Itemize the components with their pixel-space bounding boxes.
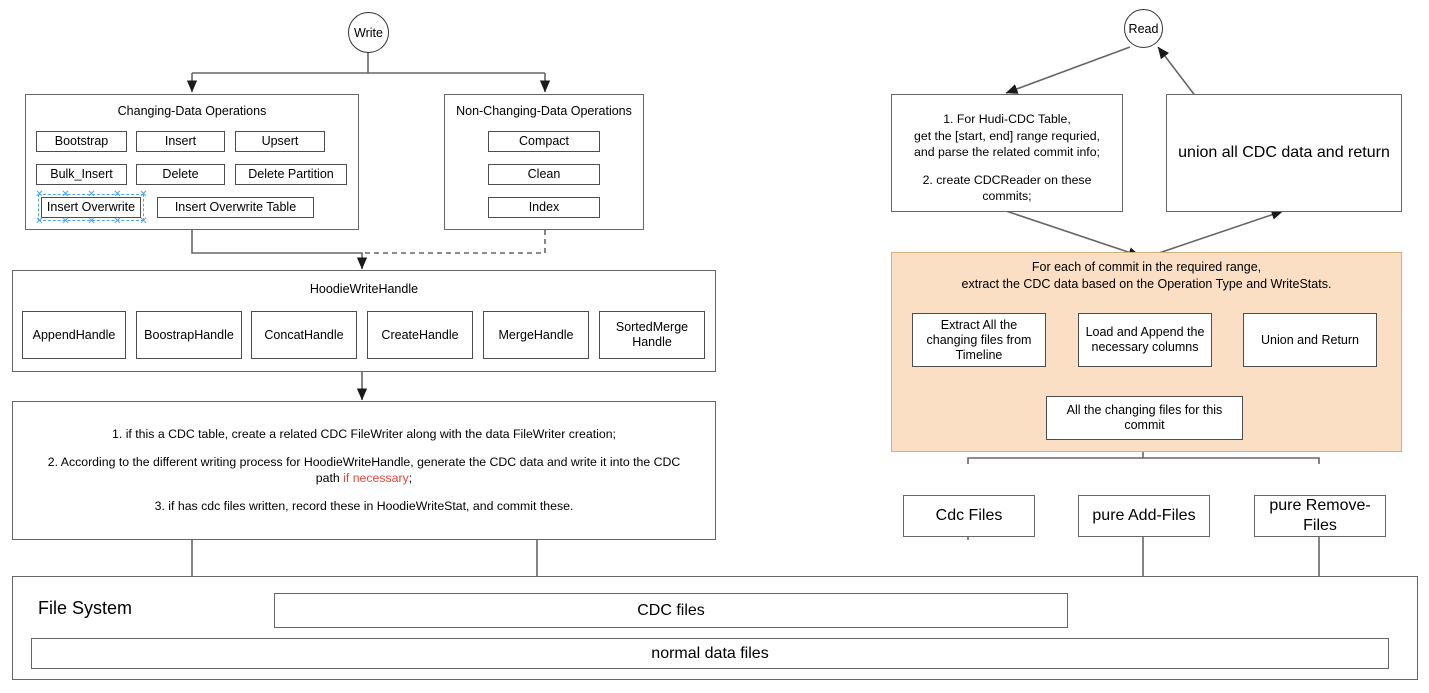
pure-add-files-box[interactable]: pure Add-Files — [1078, 495, 1210, 537]
op-insert-overwrite-table[interactable]: Insert Overwrite Table — [157, 197, 314, 218]
handle-sorted-merge-label-line2: Handle — [632, 335, 672, 349]
op-upsert-label: Upsert — [261, 134, 299, 148]
extract-changing-files-line-3: Timeline — [955, 347, 1003, 362]
handle-bootstrap-label: BoostrapHandle — [144, 327, 234, 342]
op-insert-overwrite-label: Insert Overwrite — [46, 200, 136, 214]
all-changing-files-commit-box[interactable]: All the changing files for this commit — [1046, 396, 1243, 440]
write-step-2-emphasis: if necessary — [343, 471, 409, 486]
write-step-2-prefix: path — [315, 471, 344, 486]
handle-concat-label: ConcatHandle — [264, 327, 344, 342]
handle-append-label: AppendHandle — [32, 327, 116, 342]
extract-changing-files-line-1: Extract All the — [940, 317, 1018, 332]
normal-data-files-band-label: normal data files — [651, 644, 769, 662]
op-upsert[interactable]: Upsert — [235, 131, 325, 152]
commit-extract-panel-title: For each of commit in the required range… — [895, 259, 1398, 293]
pure-add-files-box-label: pure Add-Files — [1092, 507, 1196, 524]
write-start-node[interactable]: Write — [348, 12, 389, 53]
extract-changing-files-line-2: changing files from — [926, 332, 1032, 347]
read-step-line-3: and parse the related commit info; — [914, 145, 1100, 160]
write-step-2-suffix: ; — [408, 471, 413, 486]
non-changing-data-operations-title: Non-Changing-Data Operations — [456, 104, 632, 118]
union-and-return-label: Union and Return — [1261, 332, 1359, 347]
union-all-cdc-label: union all CDC data and return — [1178, 144, 1390, 161]
op-index-label: Index — [528, 200, 560, 214]
handle-sorted-merge-label-line1: SortedMerge — [615, 320, 689, 334]
op-clean[interactable]: Clean — [488, 164, 600, 185]
load-append-columns-line-2: necessary columns — [1091, 340, 1199, 354]
write-step-2-line2: path if necessary; — [27, 470, 701, 487]
commit-extract-title-line-2: extract the CDC data based on the Operat… — [961, 276, 1332, 291]
handle-bootstrap[interactable]: BoostrapHandle — [136, 311, 242, 359]
write-steps-box[interactable]: 1. if this a CDC table, create a related… — [12, 401, 716, 540]
op-clean-label: Clean — [527, 167, 561, 181]
load-append-columns-box[interactable]: Load and Append the necessary columns — [1078, 313, 1212, 367]
commit-extract-title-line-1: For each of commit in the required range… — [1031, 260, 1262, 274]
op-index[interactable]: Index — [488, 197, 600, 218]
write-step-2-line1: 2. According to the different writing pr… — [47, 454, 681, 469]
cdc-files-box[interactable]: Cdc Files — [903, 495, 1035, 537]
op-bulk-insert[interactable]: Bulk_Insert — [36, 164, 127, 185]
hoodie-write-handle-title: HoodieWriteHandle — [309, 282, 419, 296]
all-changing-files-commit-line-2: commit — [1124, 418, 1165, 432]
union-all-cdc-box[interactable]: union all CDC data and return — [1166, 94, 1402, 212]
handle-append[interactable]: AppendHandle — [22, 311, 126, 359]
op-compact[interactable]: Compact — [488, 131, 600, 152]
write-start-label: Write — [354, 25, 383, 40]
read-start-label: Read — [1128, 21, 1159, 36]
load-append-columns-line-1: Load and Append the — [1085, 325, 1205, 339]
op-insert-label: Insert — [164, 134, 197, 148]
op-bulk-insert-label: Bulk_Insert — [50, 167, 113, 181]
handle-merge-label: MergeHandle — [498, 327, 574, 342]
cdc-files-box-label: Cdc Files — [935, 507, 1003, 524]
op-delete-partition[interactable]: Delete Partition — [235, 164, 347, 185]
read-step-line-5: 2. create CDCReader on these — [922, 172, 1092, 187]
extract-changing-files-box[interactable]: Extract All the changing files from Time… — [912, 313, 1046, 367]
normal-data-files-band[interactable]: normal data files — [31, 638, 1389, 669]
op-insert-overwrite[interactable]: Insert Overwrite — [41, 197, 141, 218]
read-step-box[interactable]: 1. For Hudi-CDC Table, get the [start, e… — [891, 94, 1123, 212]
write-steps-text: 1. if this a CDC table, create a related… — [27, 426, 701, 514]
write-step-1: 1. if this a CDC table, create a related… — [112, 427, 616, 441]
op-bootstrap[interactable]: Bootstrap — [36, 131, 127, 152]
op-insert-overwrite-table-label: Insert Overwrite Table — [174, 200, 297, 214]
op-insert[interactable]: Insert — [136, 131, 225, 152]
handle-create-label: CreateHandle — [381, 327, 459, 342]
union-and-return-box[interactable]: Union and Return — [1243, 313, 1377, 367]
read-step-line-1: 1. For Hudi-CDC Table, — [943, 112, 1071, 126]
op-delete-label: Delete — [162, 167, 199, 181]
read-start-node[interactable]: Read — [1124, 9, 1163, 48]
hoodie-write-handle-group[interactable]: HoodieWriteHandle — [12, 270, 716, 372]
handle-create[interactable]: CreateHandle — [367, 311, 473, 359]
file-system-label: File System — [38, 598, 133, 618]
cdc-files-band[interactable]: CDC files — [274, 593, 1068, 628]
write-step-3: 3. if has cdc files written, record thes… — [154, 498, 574, 513]
op-delete-partition-label: Delete Partition — [248, 167, 334, 181]
all-changing-files-commit-line-1: All the changing files for this — [1066, 403, 1223, 417]
op-compact-label: Compact — [518, 134, 570, 148]
pure-remove-files-box-label: pure Remove-Files — [1269, 497, 1371, 534]
handle-sorted-merge[interactable]: SortedMerge Handle — [599, 311, 705, 359]
handle-merge[interactable]: MergeHandle — [483, 311, 589, 359]
op-bootstrap-label: Bootstrap — [54, 134, 109, 148]
read-step-text: 1. For Hudi-CDC Table, get the [start, e… — [900, 111, 1114, 205]
op-delete[interactable]: Delete — [136, 164, 225, 185]
changing-data-operations-title: Changing-Data Operations — [117, 104, 267, 118]
read-step-line-6: commits; — [982, 189, 1032, 204]
cdc-files-band-label: CDC files — [637, 601, 705, 619]
read-step-line-2: get the [start, end] range requried, — [914, 128, 1100, 143]
handle-concat[interactable]: ConcatHandle — [251, 311, 357, 359]
pure-remove-files-box[interactable]: pure Remove-Files — [1254, 495, 1386, 537]
